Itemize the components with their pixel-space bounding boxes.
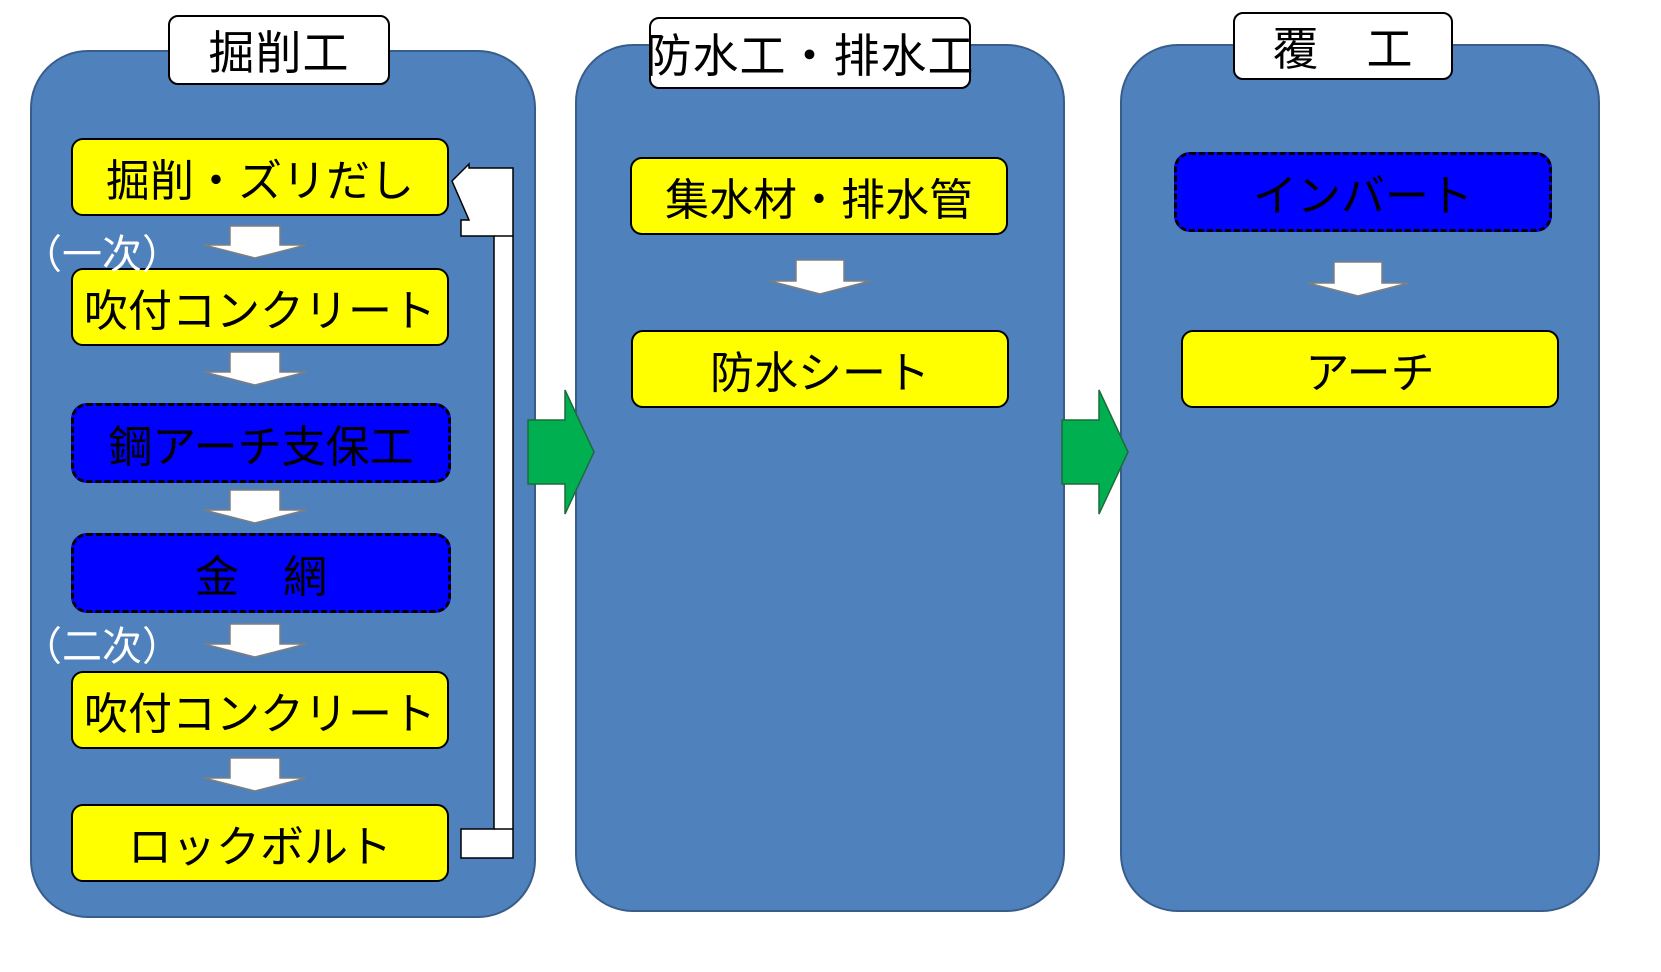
step-rock-bolt: ロックボルト (71, 804, 449, 882)
stage-title-waterproofing: 防水工・排水工 (646, 17, 974, 89)
step-invert: インバート (1174, 152, 1552, 232)
down-arrow-4 (203, 623, 307, 658)
step-excavation-muck: 掘削・ズリだし (71, 138, 449, 216)
step-steel-arch-support: 鋼アーチ支保工 (71, 403, 451, 483)
down-arrow-2 (203, 351, 307, 386)
note-secondary: （二次） (22, 624, 182, 670)
down-arrow-3 (203, 489, 307, 524)
stage-title-lining: 覆 工 (1233, 12, 1453, 80)
loop-back-arrow (451, 162, 514, 859)
stage-arrow-2-to-3 (1061, 389, 1129, 515)
step-drain-pipe: 集水材・排水管 (630, 157, 1008, 235)
stage-arrow-1-to-2 (527, 389, 595, 515)
down-arrow-6 (769, 259, 871, 295)
step-shotcrete-secondary: 吹付コンクリート (71, 671, 449, 749)
stage-title-excavation: 掘削工 (168, 15, 390, 85)
step-wire-mesh: 金 網 (71, 533, 451, 613)
down-arrow-1 (203, 225, 307, 259)
down-arrow-7 (1307, 261, 1409, 297)
down-arrow-5 (203, 757, 307, 792)
step-waterproof-sheet: 防水シート (631, 330, 1009, 408)
step-shotcrete-primary: 吹付コンクリート (71, 268, 449, 346)
step-arch: アーチ (1181, 330, 1559, 408)
note-primary: （一次） (22, 232, 182, 278)
